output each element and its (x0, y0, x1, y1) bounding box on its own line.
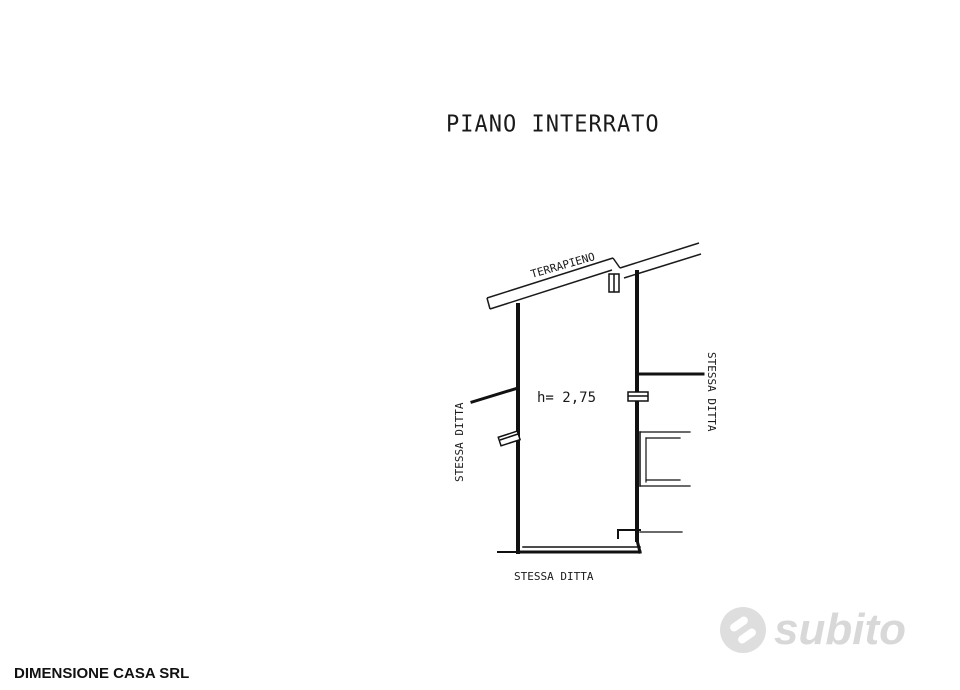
terrapieno-band (486, 242, 702, 310)
bottom-neighbour-label: STESSA DITTA (514, 570, 594, 583)
terrapieno-label: TERRAPIENO (529, 250, 596, 281)
watermark-text: subito (774, 605, 906, 654)
windows (497, 273, 649, 447)
subito-logo-icon (720, 607, 766, 653)
left-neighbour-label: STESSA DITTA (453, 402, 466, 482)
subito-watermark: subito (720, 605, 906, 655)
company-name: DIMENSIONE CASA SRL (14, 665, 190, 682)
room-walls (470, 270, 705, 554)
plan-title: PIANO INTERRATO (446, 111, 660, 138)
ceiling-height-label: h= 2,75 (537, 390, 596, 406)
right-neighbour-label: STESSA DITTA (705, 352, 718, 432)
